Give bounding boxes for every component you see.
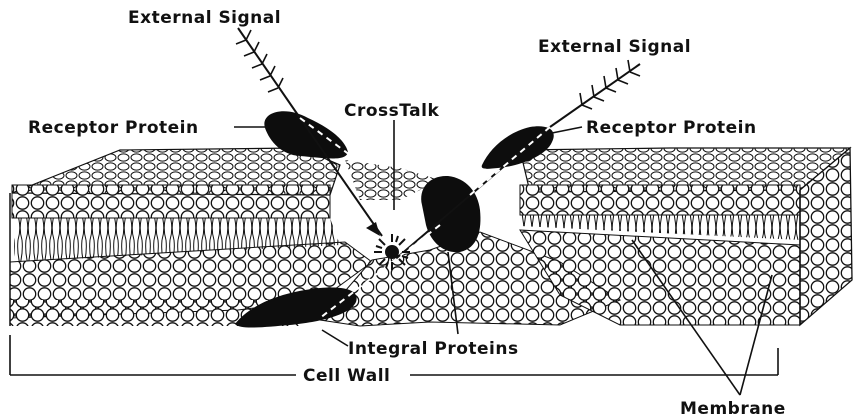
label-cell-wall: Cell Wall [303, 366, 390, 386]
crosstalk-burst-icon [374, 234, 410, 270]
label-receptor-protein-right: Receptor Protein [586, 118, 757, 138]
label-external-signal-right: External Signal [538, 37, 691, 57]
label-membrane: Membrane [680, 399, 786, 419]
signal-arrowhead-left [366, 222, 380, 236]
label-crosstalk: CrossTalk [344, 101, 439, 121]
membrane-right-upper-heads [520, 185, 800, 215]
label-external-signal-left: External Signal [128, 8, 281, 28]
integral-protein-center-shape [421, 176, 480, 252]
membrane-right-block [520, 148, 852, 325]
membrane-left-upper-heads [12, 185, 330, 218]
label-integral-proteins: Integral Proteins [348, 339, 519, 359]
label-receptor-protein-left: Receptor Protein [28, 118, 199, 138]
